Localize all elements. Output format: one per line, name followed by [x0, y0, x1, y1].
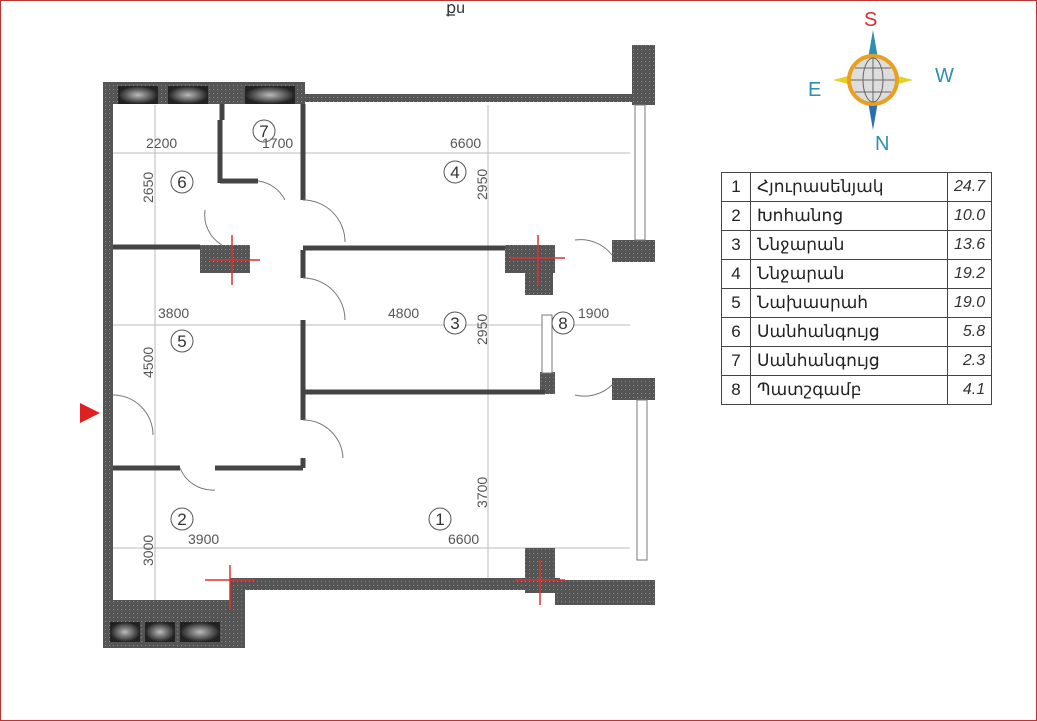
dim-2650: 2650: [140, 172, 156, 203]
room-label-8: 8: [558, 314, 567, 333]
room-label-3: 3: [450, 314, 459, 333]
riser-markers: [205, 235, 565, 610]
room-number: 4: [721, 259, 751, 289]
room-label-7: 7: [259, 122, 268, 141]
room-number: 1: [721, 172, 751, 202]
room-area: 13.6: [946, 230, 993, 260]
interior-walls: [113, 104, 545, 471]
dim-6600-top: 6600: [450, 135, 481, 151]
room-name: Ննջարան: [750, 259, 948, 289]
vents: [110, 86, 295, 642]
room-label-6: 6: [177, 173, 186, 192]
room-label-2: 2: [177, 510, 186, 529]
dimension-labels: 2200 1700 6600 2650 2950 3800 4800 2950 …: [140, 135, 609, 566]
dim-2950-top: 2950: [474, 169, 490, 200]
dim-3000: 3000: [140, 535, 156, 566]
room-name: Սանհանգույց: [750, 317, 948, 347]
room-name: Սանհանգույց: [750, 346, 948, 376]
room-name: Ննջարան: [750, 230, 948, 260]
room-area: 4.1: [946, 375, 993, 405]
room-name: Պատշգամբ: [750, 375, 948, 405]
room-area: 19.0: [946, 288, 993, 318]
dim-3900: 3900: [188, 531, 219, 547]
room-number: 6: [721, 317, 751, 347]
dim-4500: 4500: [140, 347, 156, 378]
room-label-4: 4: [450, 163, 459, 182]
room-area: 19.2: [946, 259, 993, 289]
room-area: 5.8: [946, 317, 993, 347]
compass-n: N: [875, 133, 889, 155]
room-name: Հյուրասենյակ: [750, 172, 948, 202]
room-label-1: 1: [435, 510, 444, 529]
dim-1900: 1900: [578, 305, 609, 321]
room-area: 24.7: [946, 172, 993, 202]
windows: [541, 104, 648, 561]
dim-4800: 4800: [388, 305, 419, 321]
room-number: 3: [721, 230, 751, 260]
room-area: 10.0: [946, 201, 993, 231]
dim-3800: 3800: [158, 305, 189, 321]
compass-icon: S E W N: [808, 9, 954, 155]
dim-2200: 2200: [146, 135, 177, 151]
room-number: 2: [721, 201, 751, 231]
compass-s: S: [864, 9, 877, 31]
dim-6600-bottom: 6600: [448, 531, 479, 547]
room-markers: [170, 119, 575, 531]
room-number: 5: [721, 288, 751, 318]
room-name: Խոհանոց: [750, 201, 948, 231]
entrance-arrow-icon: [80, 403, 100, 423]
dim-3700: 3700: [474, 477, 490, 508]
dim-2950-mid: 2950: [474, 314, 490, 345]
header-text: քu: [446, 0, 466, 17]
room-number: 8: [721, 375, 751, 405]
room-number: 7: [721, 346, 751, 376]
room-area: 2.3: [946, 346, 993, 376]
room-label-5: 5: [177, 332, 186, 351]
doors: [112, 180, 613, 491]
compass-w: W: [935, 65, 954, 87]
compass-e: E: [808, 79, 821, 101]
dim-1700: 1700: [262, 135, 293, 151]
room-name: Նախասրահ: [750, 288, 948, 318]
